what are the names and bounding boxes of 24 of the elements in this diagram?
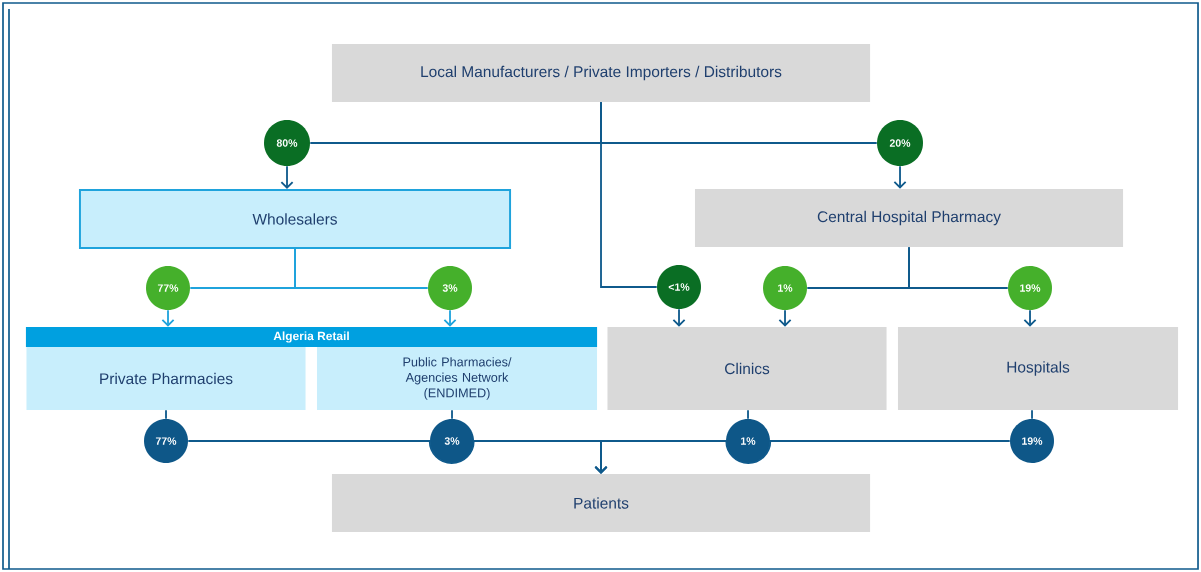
- arrow: [672, 308, 686, 327]
- connector-line: [600, 101, 658, 288]
- arrow: [280, 165, 294, 189]
- arrow: [594, 440, 1011, 474]
- arrow: [778, 309, 792, 327]
- connector-line: [294, 248, 429, 289]
- patients-box: Patients: [331, 474, 871, 532]
- connector-line: [747, 409, 749, 420]
- pharmacy-box: Private Pharmacies: [26, 347, 306, 410]
- arrow: [893, 165, 907, 189]
- connector-line: [908, 246, 1009, 289]
- clinics-box: Clinics: [607, 327, 887, 410]
- retail-band: Algeria Retail: [25, 327, 598, 347]
- arrow: [443, 309, 457, 327]
- arrow: [161, 309, 175, 327]
- pharmacy-box: Central Hospital Pharmacy: [694, 189, 1124, 247]
- source-box: Local Manufacturers / Private Importers / Distributors: [331, 44, 871, 102]
- wholesaler-box: Wholesalers: [78, 189, 512, 249]
- arrow: [1023, 309, 1037, 327]
- hospitals-box: Hospitals: [898, 327, 1179, 410]
- connector-line: [451, 409, 453, 420]
- connector-line: [165, 409, 167, 420]
- connector-line: [1031, 409, 1033, 420]
- pharmacy-box: Public Pharmacies/ Agencies Network (ENDIMED): [316, 347, 598, 410]
